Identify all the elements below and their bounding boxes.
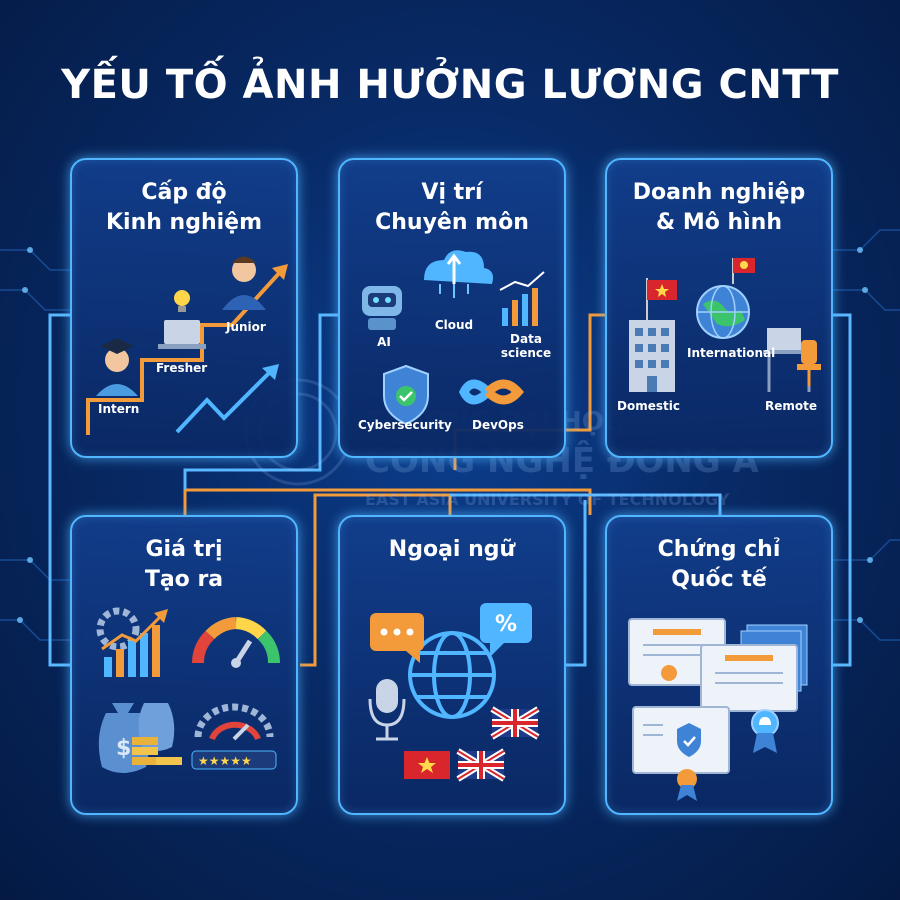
gear-chart-icon (96, 607, 168, 677)
money-bag-icon: $ (98, 703, 182, 773)
label-data-science-line1: Data (510, 332, 542, 346)
label-cybersecurity: Cybersecurity (358, 418, 452, 432)
label-data-science-line2: science (500, 346, 552, 360)
label-domestic: Domestic (617, 399, 680, 413)
label-international: International (687, 346, 776, 360)
value-icons: $ ★★★★★ (96, 607, 281, 773)
rating-gauge-icon: ★★★★★ (191, 703, 277, 770)
cloud-icon (424, 250, 493, 298)
label-remote: Remote (765, 399, 818, 413)
card-title: Ngoại ngữ (388, 537, 516, 562)
certificate-icon (632, 706, 730, 801)
uk-flag-icon (456, 748, 506, 782)
chart-icon (499, 271, 545, 326)
shield-icon (383, 364, 429, 426)
svg-text:$: $ (116, 736, 131, 761)
speech-bubble-icon (480, 603, 532, 657)
language-icons (368, 603, 540, 782)
label-intern: Intern (98, 402, 140, 416)
certificate-icons (628, 618, 808, 801)
vietnam-flag-icon (646, 278, 677, 320)
globe-icon (408, 631, 496, 719)
company-icons (629, 258, 821, 392)
globe-icon (696, 258, 755, 339)
label-percent: % (494, 612, 518, 637)
remote-desk-icon (763, 328, 821, 392)
chat-bubble-icon (370, 613, 424, 663)
microphone-icon (368, 679, 406, 741)
card-foreign-language: Ngoại ngữ (338, 515, 566, 815)
label-cloud: Cloud (434, 318, 474, 332)
card-company-model: Doanh nghiệp& Mô hình (605, 158, 833, 458)
certificate-stack-icon (628, 618, 808, 712)
specialization-icons (362, 250, 545, 426)
card-title: Doanh nghiệp& Mô hình (632, 180, 806, 235)
label-fresher: Fresher (156, 361, 208, 375)
label-junior: Junior (226, 320, 266, 334)
vietnam-flag-icon (404, 751, 450, 779)
gauge-icon (191, 617, 281, 664)
medal-icon (751, 709, 779, 753)
career-stairs-icon (86, 256, 288, 435)
robot-icon (362, 286, 402, 330)
watermark-line3: EAST ASIA UNIVERSITY OF TECHNOLOGY (365, 490, 730, 509)
page-title: YẾU TỐ ẢNH HƯỞNG LƯƠNG CNTT (61, 62, 839, 108)
label-ai: AI (377, 335, 391, 349)
uk-flag-icon (490, 706, 540, 740)
label-devops: DevOps (472, 418, 524, 432)
svg-text:★★★★★: ★★★★★ (198, 754, 252, 768)
devops-infinity-icon (458, 379, 524, 405)
building-icon (629, 320, 675, 392)
